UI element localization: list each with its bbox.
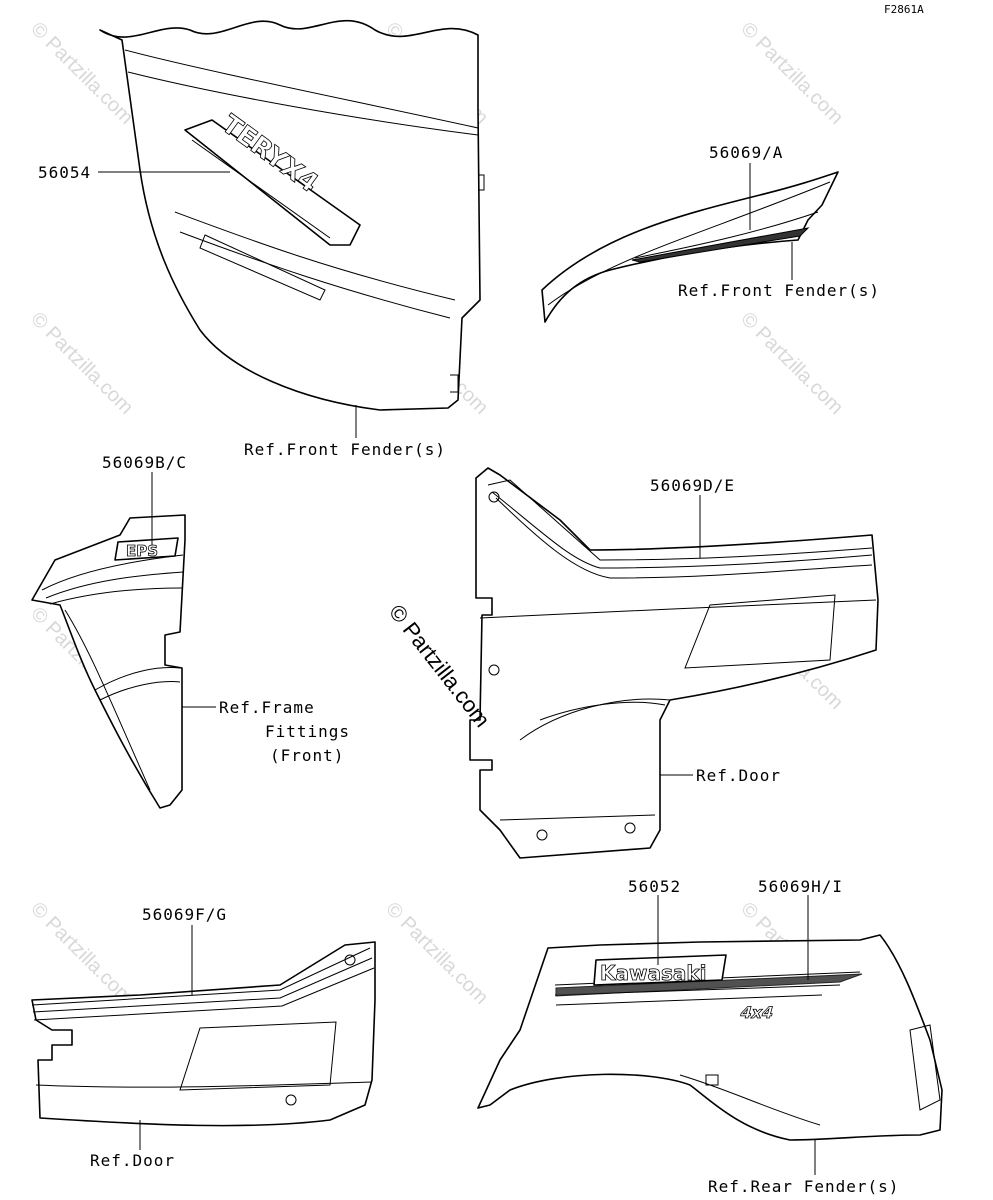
eps-decal-text: EPS xyxy=(126,542,158,560)
ref-door-right: Ref.Door xyxy=(696,766,781,785)
bolt-icon xyxy=(285,1094,297,1106)
callout-56069a: 56069/A xyxy=(709,143,783,162)
front-fender-stripe-part xyxy=(541,171,839,323)
bolt-icon xyxy=(624,822,636,834)
callout-56069hi: 56069H/I xyxy=(758,877,843,896)
kawasaki-decal: Kawasaki xyxy=(593,954,727,986)
frame-fittings-part: EPS xyxy=(31,514,186,809)
watermark: © Partzilla.com xyxy=(26,308,137,419)
ref-door-left: Ref.Door xyxy=(90,1151,175,1170)
ref-front-fender-top: Ref.Front Fender(s) xyxy=(244,440,446,459)
ref-frame-fittings-line1: Ref.Frame xyxy=(219,698,315,717)
bolt-icon xyxy=(344,954,356,966)
watermark-center: © Partzilla.com xyxy=(384,600,495,732)
ref-frame-fittings-line3: (Front) xyxy=(270,746,344,765)
ref-frame-fittings-line2: Fittings xyxy=(265,722,350,741)
callout-56069de: 56069D/E xyxy=(650,476,735,495)
ref-front-fender-right: Ref.Front Fender(s) xyxy=(678,281,880,300)
callout-56052: 56052 xyxy=(628,877,681,896)
callout-56069fg: 56069F/G xyxy=(142,905,227,924)
door-lower-part xyxy=(31,941,376,1127)
callout-56069bc: 56069B/C xyxy=(102,453,187,472)
bolt-icon xyxy=(488,664,500,676)
rear-fender-part: Kawasaki 4x4 xyxy=(477,934,943,1141)
bolt-icon xyxy=(488,491,500,503)
diagram-code: F2861A xyxy=(884,3,924,16)
eps-decal: EPS xyxy=(114,537,179,561)
watermark: © Partzilla.com xyxy=(26,898,137,1009)
front-fender-part: TERYX4 xyxy=(99,19,485,411)
watermark: © Partzilla.com xyxy=(736,308,847,419)
ref-rear-fender: Ref.Rear Fender(s) xyxy=(708,1177,899,1196)
watermark: © Partzilla.com xyxy=(736,18,847,129)
door-upper-part xyxy=(469,467,879,859)
watermark: © Partzilla.com xyxy=(381,898,492,1009)
four-by-four-decal-text: 4x4 xyxy=(738,1003,776,1022)
watermark: © Partzilla.com xyxy=(26,18,137,129)
four-by-four-decal: 4x4 xyxy=(738,1003,776,1022)
kawasaki-decal-text: Kawasaki xyxy=(600,961,707,985)
bolt-icon xyxy=(536,829,548,841)
callout-56054: 56054 xyxy=(38,163,91,182)
